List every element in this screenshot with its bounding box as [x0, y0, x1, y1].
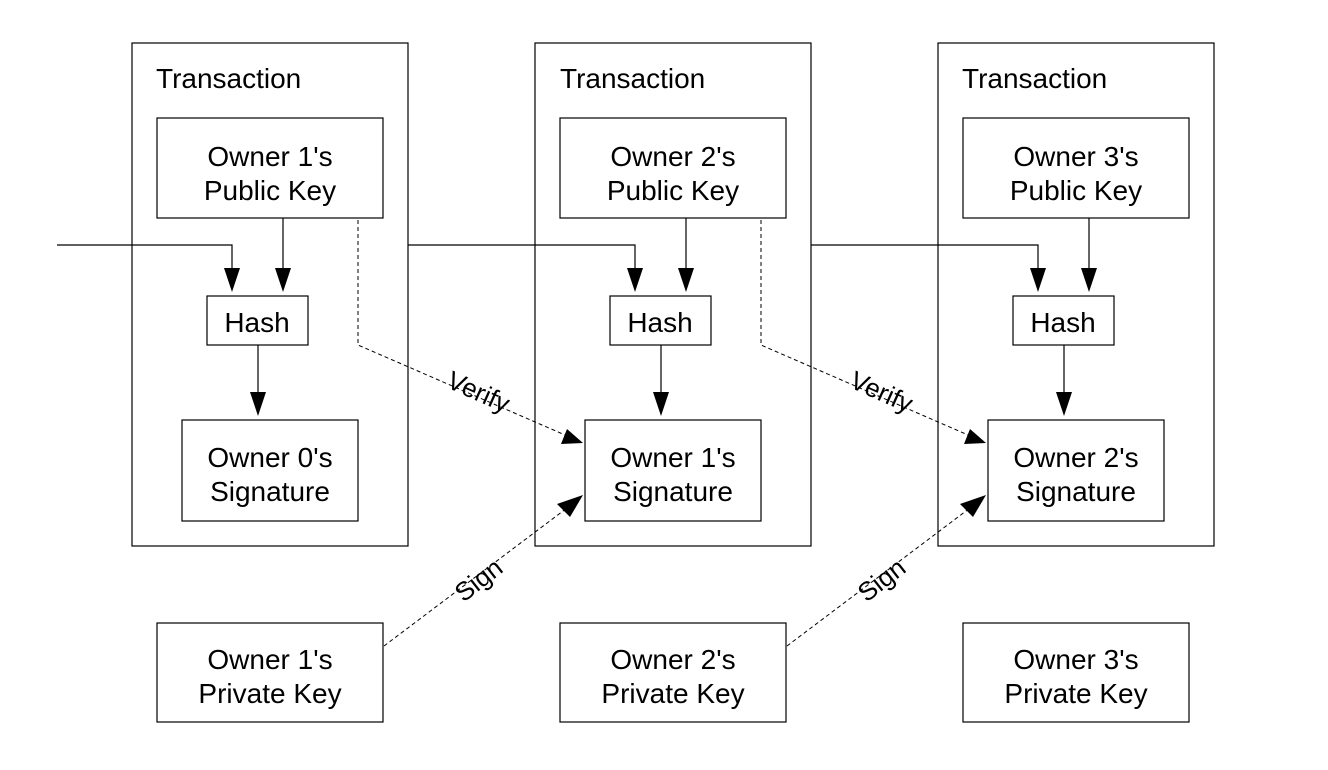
arrowhead-pubkey-3-to-hash-3: [1081, 268, 1097, 292]
owner-3-public-key-line1: Owner 3's: [1013, 141, 1138, 172]
arrowhead-verify-1: [561, 429, 583, 444]
owner-0-signature-line2: Signature: [210, 476, 330, 507]
arrowhead-tx1-to-hash-2: [627, 268, 643, 292]
internal-arrows: [250, 218, 1097, 416]
arrowhead-sign-1: [557, 495, 583, 517]
chain-arrow-tx2-to-hash-3: [811, 244, 1039, 270]
owner-3-private-key-box: [962, 622, 1190, 723]
owner-2-private-key-line2: Private Key: [601, 678, 744, 709]
arrowhead-pubkey-1-to-hash-1: [275, 268, 291, 292]
arrowhead-tx2-to-hash-3: [1030, 268, 1046, 292]
owner-2-private-key-box: [559, 622, 787, 723]
owner-2-public-key-line2: Public Key: [607, 175, 739, 206]
owner-3-public-key-line2: Public Key: [1010, 175, 1142, 206]
transaction-2-hash-label: Hash: [627, 307, 692, 338]
transaction-1-title: Transaction: [156, 63, 301, 94]
owner-1-private-key-line2: Private Key: [198, 678, 341, 709]
owner-1-public-key-line1: Owner 1's: [207, 141, 332, 172]
sign-label-1: Sign: [449, 552, 508, 608]
owner-2-private-key-line1: Owner 2's: [610, 644, 735, 675]
owner-1-private-key-box: [156, 622, 384, 723]
transaction-3-hash-box: [1012, 295, 1115, 346]
arrowhead-prev-to-hash-1: [224, 268, 240, 292]
owner-2-signature-line2: Signature: [1016, 476, 1136, 507]
arrowhead-hash-2-to-signature-1: [653, 392, 669, 416]
arrowhead-verify-2: [964, 429, 986, 444]
owner-1-public-key-line2: Public Key: [204, 175, 336, 206]
sign-edge-2: [786, 507, 971, 647]
sign-label-2: Sign: [852, 552, 911, 608]
transaction-1-hash-label: Hash: [224, 307, 289, 338]
chain-arrow-prev-to-hash-1: [57, 244, 233, 270]
arrowhead-hash-3-to-signature-2: [1056, 392, 1072, 416]
transaction-1: Transaction Owner 1's Public Key Hash Ow…: [131, 42, 409, 547]
verify-edge-1: [357, 220, 566, 436]
owner-1-public-key-box: [156, 117, 384, 219]
verify-label-1: Verify: [443, 365, 515, 419]
arrowhead-sign-2: [960, 495, 986, 517]
transaction-3-title: Transaction: [962, 63, 1107, 94]
arrowhead-hash-1-to-signature-0: [250, 392, 266, 416]
owner-1-signature-box: [584, 419, 762, 522]
transaction-1-hash-box: [206, 295, 309, 346]
chain-arrows: [57, 244, 1046, 292]
transaction-3-hash-label: Hash: [1030, 307, 1095, 338]
arrowhead-pubkey-2-to-hash-2: [678, 268, 694, 292]
owner-2-public-key-line1: Owner 2's: [610, 141, 735, 172]
transaction-2: Transaction Owner 2's Public Key Hash Ow…: [534, 42, 812, 547]
transaction-3: Transaction Owner 3's Public Key Hash Ow…: [937, 42, 1215, 547]
sign-edge-1: [383, 507, 568, 647]
owner-2-signature-line1: Owner 2's: [1013, 442, 1138, 473]
owner-3-private-key-line1: Owner 3's: [1013, 644, 1138, 675]
private-keys: Owner 1's Private Key Owner 2's Private …: [156, 622, 1190, 723]
owner-2-public-key-box: [559, 117, 787, 219]
verify-edge-2: [760, 220, 969, 436]
owner-1-private-key-line1: Owner 1's: [207, 644, 332, 675]
owner-0-signature-line1: Owner 0's: [207, 442, 332, 473]
verify-label-2: Verify: [846, 365, 918, 419]
owner-1-signature-line2: Signature: [613, 476, 733, 507]
owner-2-signature-box: [987, 419, 1165, 522]
owner-3-private-key-line2: Private Key: [1004, 678, 1147, 709]
owner-0-signature-box: [181, 419, 359, 522]
owner-1-signature-line1: Owner 1's: [610, 442, 735, 473]
owner-3-public-key-box: [962, 117, 1190, 219]
chain-arrow-tx1-to-hash-2: [408, 244, 636, 270]
transaction-2-title: Transaction: [560, 63, 705, 94]
